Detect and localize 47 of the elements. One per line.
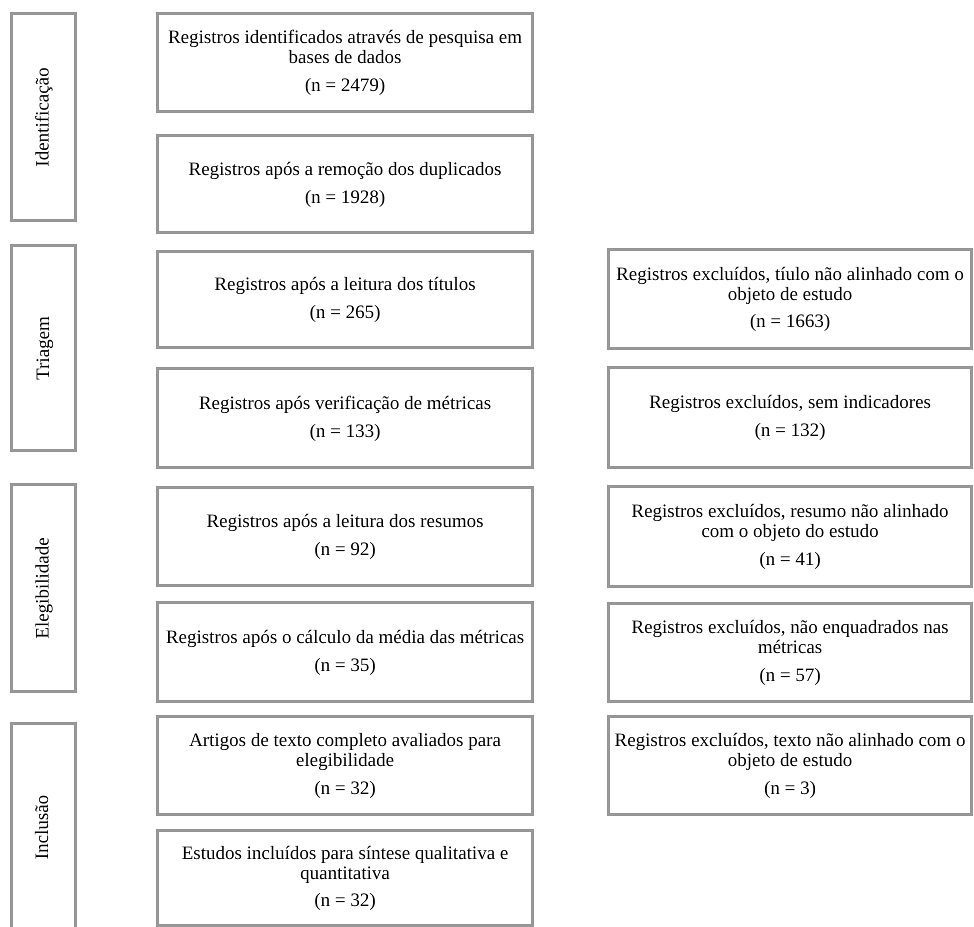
box-text: Registros após a leitura dos títulos [214,275,476,296]
count-text: (n = 41) [759,550,821,571]
process-box [607,715,973,816]
process-box [156,715,534,816]
process-box [607,248,973,350]
phase-label: Triagem [32,316,54,380]
count-text: (n = 1928) [304,188,386,208]
phase-band [10,483,77,693]
process-box [607,485,973,588]
count-text: (n = 265) [310,303,380,324]
count-text: (n = 32) [314,778,376,800]
process-box [156,250,534,349]
box-text: Registros identificados através de pesquisa em bases de dados [166,28,524,68]
process-box [156,829,534,927]
box-text: Registros excluídos, tíulo não alinhado com o objeto de estudo [615,264,965,304]
box-text: Registros após a leitura dos resumos [206,512,484,532]
process-box [156,601,534,703]
count-text: (n = 35) [314,656,376,676]
count-text: (n = 132) [754,421,826,442]
count-text: (n = 32) [314,891,376,912]
box-text: Registros após verificação de métricas [198,394,492,414]
count-text: (n = 57) [759,666,821,687]
box-text: Registros excluídos, resumo não alinhado com o objeto do estudo [630,502,950,542]
phase-label: Identificação [32,67,54,167]
process-box [607,366,973,469]
count-text: (n = 1663) [750,312,830,334]
phase-label: Elegibilidade [32,537,54,639]
box-text: Registros após o cálculo da média das métricas [166,628,524,648]
box-text: Registros excluídos, texto não alinhado com o objeto de estudo [614,731,966,771]
count-text: (n = 2479) [304,76,386,97]
count-text: (n = 133) [310,422,380,442]
count-text: (n = 92) [314,540,376,561]
process-box [156,134,534,234]
box-text: Registros após a remoção dos duplicados [188,160,502,180]
box-text: Estudos incluídos para síntese qualitativa e quantitativa [180,844,510,884]
process-box [156,367,534,469]
phase-band [10,722,77,927]
phase-band [10,12,77,222]
process-box [156,12,534,113]
box-text: Registros excluídos, não enquadrados nas métricas [630,618,950,658]
process-box [156,486,534,587]
phase-label: Inclusão [32,794,54,860]
process-box [607,602,973,703]
box-text: Artigos de texto completo avaliados para elegibilidade [188,731,502,771]
phase-band [10,244,77,452]
count-text: (n = 3) [764,778,816,800]
box-text: Registros excluídos, sem indicadores [649,393,931,414]
